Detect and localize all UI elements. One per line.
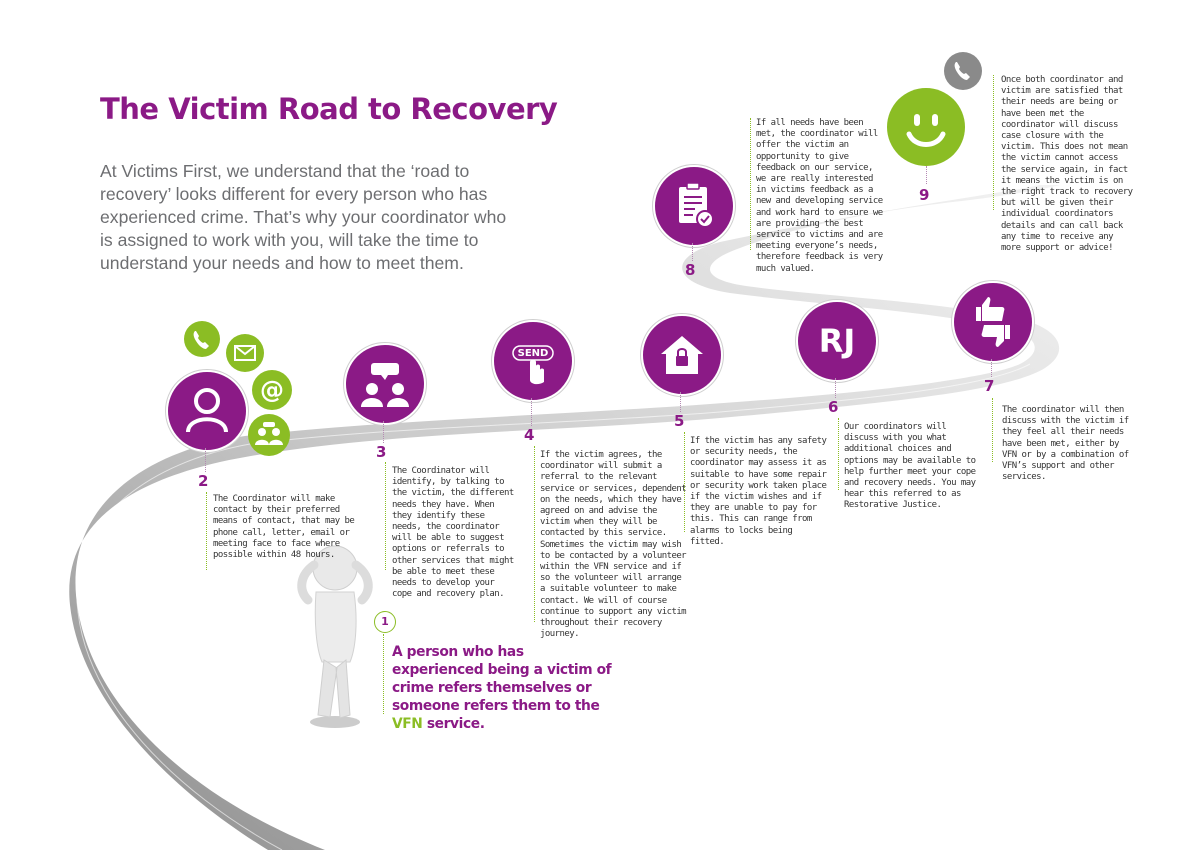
phone-call-back-icon	[944, 52, 982, 90]
step-1-text-a: A person who has experienced being a vic…	[392, 644, 612, 714]
step-6-stem	[835, 378, 836, 398]
thumbs-up-down-icon	[952, 281, 1034, 363]
step-3-description: The Coordinator will identify, by talkin…	[392, 466, 514, 600]
phone-icon	[184, 321, 220, 357]
step-6-connector	[838, 418, 839, 490]
step-9-description: Once both coordinator and victim are sat…	[1001, 75, 1133, 254]
step-1-text-b: service.	[422, 716, 485, 732]
meeting-icon	[248, 414, 290, 456]
step-2-number: 2	[198, 472, 209, 490]
smiley-face-icon	[887, 88, 965, 166]
step-9-number: 9	[919, 186, 930, 204]
step-2-description: The Coordinator will make contact by the…	[213, 494, 355, 561]
step-4-connector	[534, 446, 535, 622]
clipboard-check-icon	[653, 165, 735, 247]
intro-paragraph: At Victims First, we understand that the…	[100, 161, 507, 273]
step-7-description: The coordinator will then discuss with t…	[1002, 405, 1129, 483]
step-7-connector	[992, 398, 993, 462]
restorative-justice-icon: RJ	[796, 300, 878, 382]
step-8-stem	[692, 243, 693, 261]
step-4-number: 4	[524, 426, 535, 444]
step-2-connector	[206, 492, 207, 570]
step-1-callout: A person who has experienced being a vic…	[392, 643, 612, 733]
step-6-number: 6	[828, 398, 839, 416]
svg-text:SEND: SEND	[518, 348, 549, 359]
send-button-icon: SEND	[492, 320, 574, 402]
step-1-number: 1	[374, 611, 396, 633]
rj-label: RJ	[818, 322, 856, 360]
letter-icon	[226, 334, 264, 372]
vfn-highlight: VFN	[392, 716, 423, 732]
step-8-description: If all needs have been met, the coordina…	[756, 118, 883, 274]
step-2-person-icon	[166, 370, 248, 452]
step-4-description: If the victim agrees, the coordinator wi…	[540, 450, 687, 640]
worried-person-figure	[297, 545, 373, 728]
step-7-number: 7	[984, 377, 995, 395]
step-3-stem	[383, 421, 384, 443]
step-9-stem	[926, 166, 927, 184]
step-4-stem	[531, 398, 532, 426]
step-1-connector	[383, 634, 384, 714]
step-2-stem	[205, 448, 206, 472]
email-at-icon: @	[252, 370, 292, 410]
step-5-number: 5	[674, 412, 685, 430]
step-5-connector	[684, 432, 685, 532]
step-9-connector	[993, 75, 994, 210]
step-3-connector	[385, 462, 386, 570]
group-conversation-icon	[344, 343, 426, 425]
step-3-number: 3	[376, 443, 387, 461]
svg-text:@: @	[260, 376, 284, 404]
page-title: The Victim Road to Recovery	[100, 92, 558, 126]
step-5-stem	[680, 392, 681, 412]
step-8-number: 8	[685, 261, 696, 279]
step-7-stem	[991, 359, 992, 377]
house-lock-icon	[641, 314, 723, 396]
step-8-connector	[750, 118, 751, 250]
step-5-description: If the victim has any safety or security…	[690, 436, 827, 547]
step-6-description: Our coordinators will discuss with you w…	[844, 422, 976, 511]
